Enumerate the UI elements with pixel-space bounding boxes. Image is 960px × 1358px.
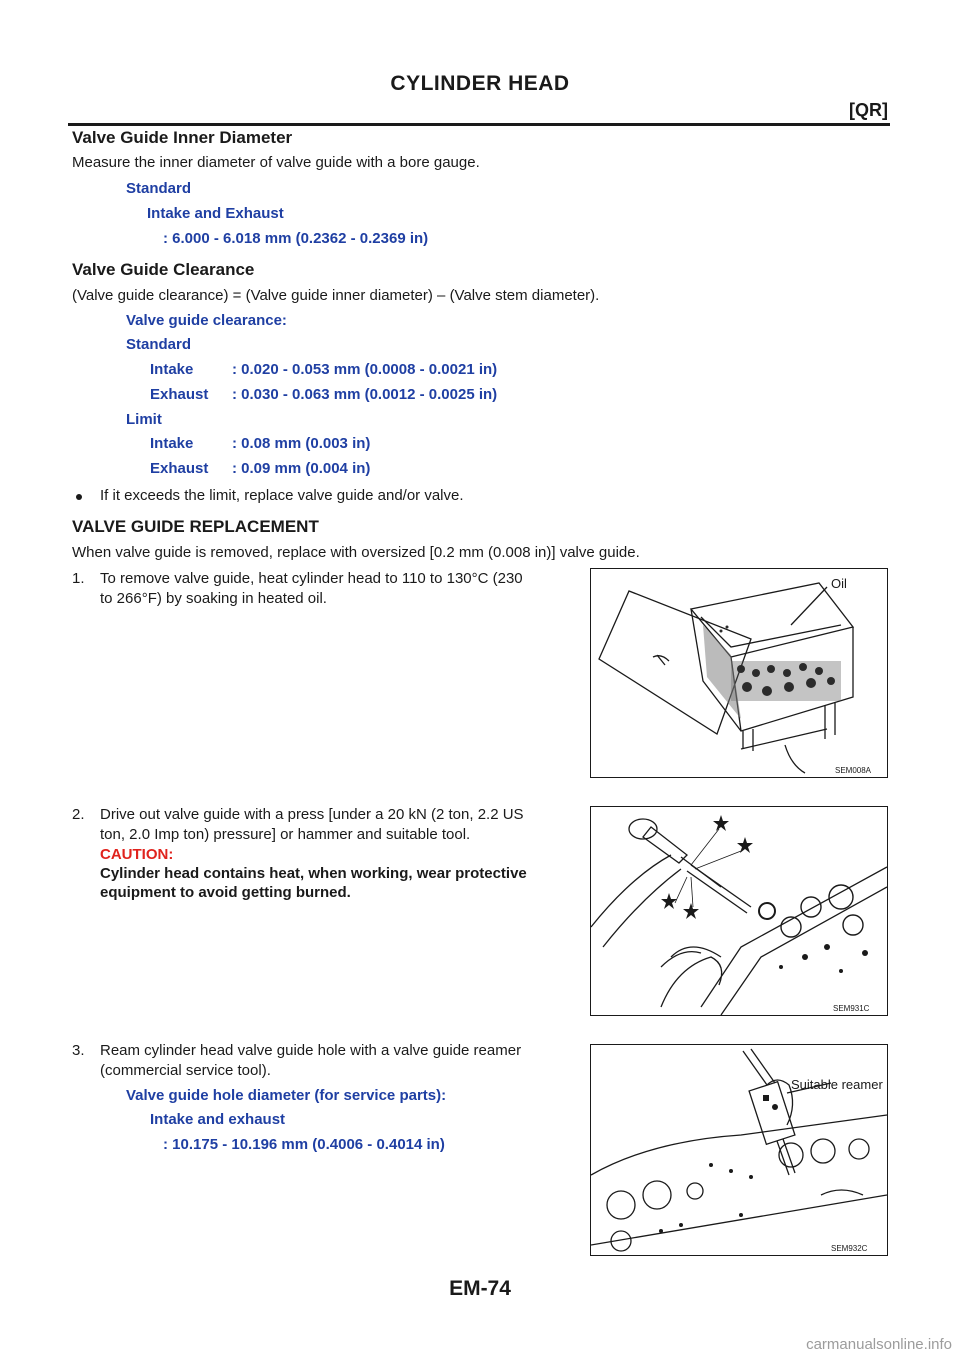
s1-intro: Measure the inner diameter of valve guid… (72, 154, 480, 171)
hole-intake-exhaust: Intake and exhaust (150, 1111, 286, 1128)
step1-number: 1. (72, 570, 85, 587)
step2-line1: Drive out valve guide with a press [unde… (100, 806, 524, 823)
suitable-reamer-label: Suitable reamer (791, 1077, 883, 1092)
step3-number: 3. (72, 1042, 85, 1059)
caution-label: CAUTION: (100, 846, 174, 863)
s1-value: : 6.000 - 6.018 mm (0.2362 - 0.2369 in) (163, 230, 429, 247)
s2-limit: Limit (126, 411, 162, 428)
step2-line2: ton, 2.0 Imp ton) pressure] or hammer an… (100, 826, 471, 843)
page-title: CYLINDER HEAD (390, 72, 570, 95)
caution-line2: equipment to avoid getting burned. (100, 884, 351, 901)
s2-bullet-text: If it exceeds the limit, replace valve g… (100, 487, 464, 504)
hammer-tool-illustration: SEM931C (590, 815, 888, 1016)
hole-diameter-value: : 10.175 - 10.196 mm (0.4006 - 0.4014 in… (163, 1136, 445, 1153)
s1-standard: Standard (126, 180, 192, 197)
s1-intake-exhaust: Intake and Exhaust (147, 205, 284, 222)
s3-intro: When valve guide is removed, replace wit… (72, 544, 640, 561)
s2-std-intake-label: Intake (150, 361, 194, 378)
s2-lim-intake-value: : 0.08 mm (0.003 in) (232, 435, 371, 452)
reamer-illustration: Suitable reamer SEM932C (590, 1048, 888, 1253)
figure-code-sem932c: SEM932C (831, 1244, 868, 1253)
step1-line1: To remove valve guide, heat cylinder hea… (100, 570, 523, 587)
s2-lim-exhaust-value: : 0.09 mm (0.004 in) (232, 460, 371, 477)
figure-code-sem931c: SEM931C (833, 1004, 870, 1013)
figure-reamer: Suitable reamer SEM932C (590, 1044, 888, 1256)
step1-line2: to 266°F) by soaking in heated oil. (100, 590, 327, 607)
s2-std-intake-value: : 0.020 - 0.053 mm (0.0008 - 0.0021 in) (232, 361, 498, 378)
oil-label: Oil (831, 576, 847, 591)
step3-line1: Ream cylinder head valve guide hole with… (100, 1042, 522, 1059)
s2-lim-intake-label: Intake (150, 435, 194, 452)
heading-valve-guide-clearance: Valve Guide Clearance (72, 260, 255, 279)
bullet-icon (76, 494, 82, 500)
s2-clearance-label: Valve guide clearance: (126, 312, 287, 329)
caution-line1: Cylinder head contains heat, when workin… (100, 865, 527, 882)
figure-code-sem008a: SEM008A (835, 766, 872, 775)
oil-bath-illustration: Oil SEM008A (598, 576, 872, 775)
s2-lim-exhaust-label: Exhaust (150, 460, 209, 477)
section-code: [QR] (849, 100, 888, 120)
hole-diameter-label: Valve guide hole diameter (for service p… (126, 1087, 447, 1104)
s2-standard: Standard (126, 336, 192, 353)
watermark: carmanualsonline.info (806, 1336, 952, 1353)
s2-formula: (Valve guide clearance) = (Valve guide i… (72, 287, 600, 304)
step2-number: 2. (72, 806, 85, 823)
s2-std-exhaust-value: : 0.030 - 0.063 mm (0.0012 - 0.0025 in) (232, 386, 498, 403)
figure-oil-bath: Oil SEM008A (590, 568, 888, 778)
heading-valve-guide-inner-diameter: Valve Guide Inner Diameter (72, 128, 293, 147)
page-number: EM-74 (449, 1277, 511, 1300)
step3-line2: (commercial service tool). (100, 1062, 271, 1079)
s2-std-exhaust-label: Exhaust (150, 386, 209, 403)
heading-valve-guide-replacement: VALVE GUIDE REPLACEMENT (72, 517, 319, 536)
header-rule (68, 123, 890, 126)
figure-hammer-tool: SEM931C (590, 806, 888, 1016)
